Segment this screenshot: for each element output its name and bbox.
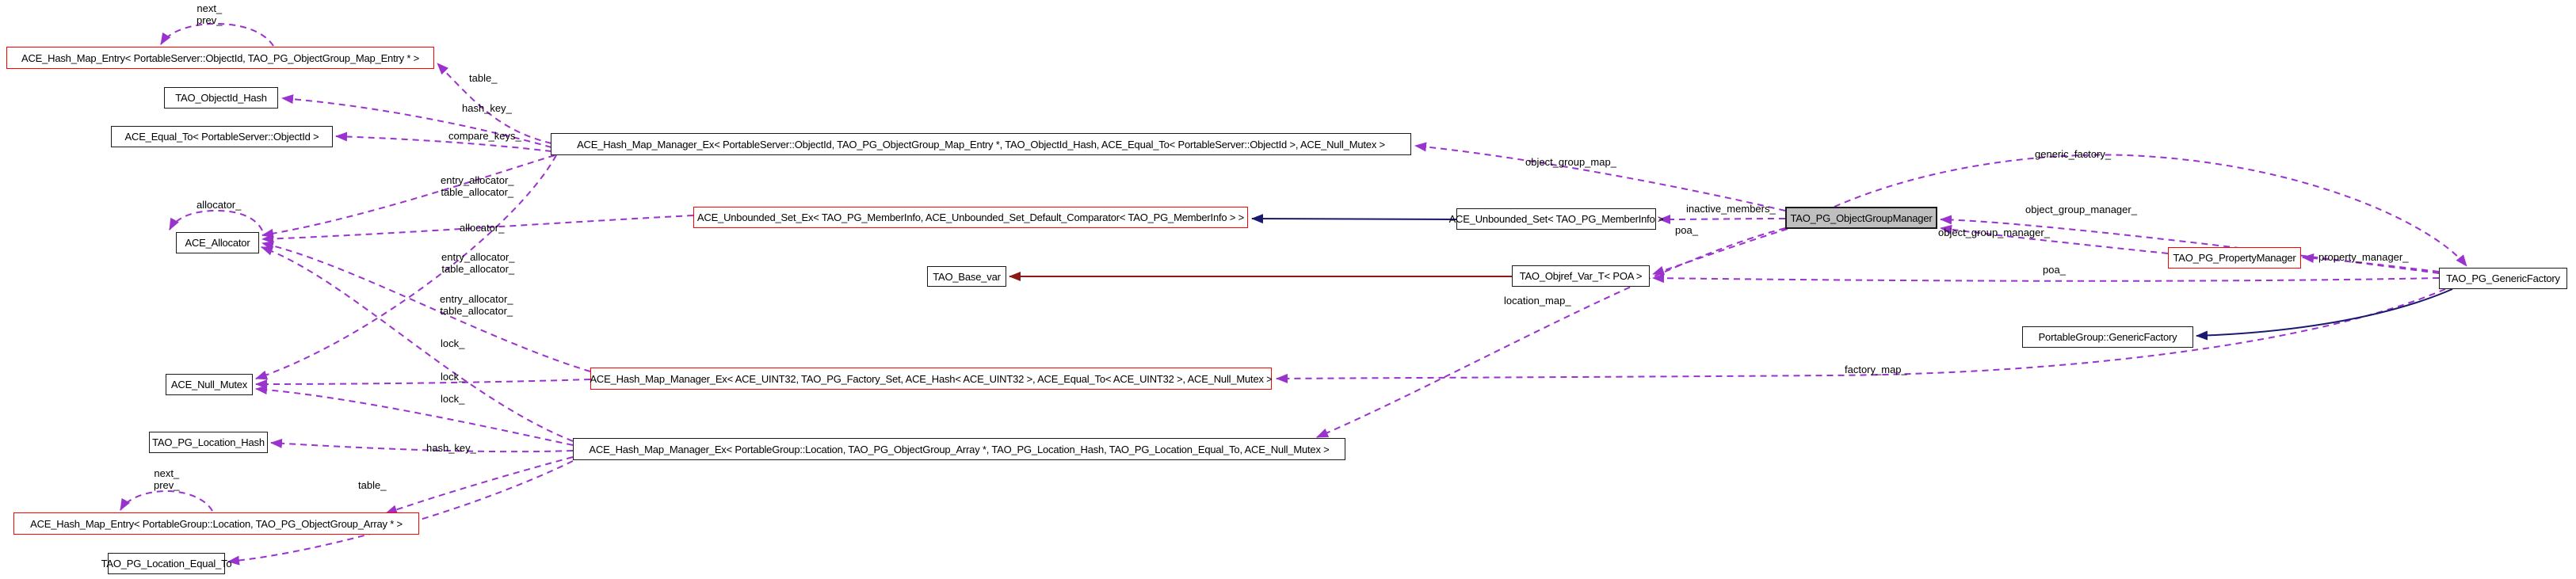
edge-lock-1 bbox=[255, 154, 557, 380]
edge-label-allocator-self: allocator_ bbox=[197, 199, 242, 211]
node-tao-pg-propertymanager[interactable]: TAO_PG_PropertyManager bbox=[2168, 247, 2301, 269]
node-ace-allocator[interactable]: ACE_Allocator bbox=[176, 232, 259, 253]
node-ace-unbounded-set-ex[interactable]: ACE_Unbounded_Set_Ex< TAO_PG_MemberInfo,… bbox=[693, 207, 1248, 228]
edge-location-map bbox=[1316, 227, 1786, 438]
node-tao-objectid-hash[interactable]: TAO_ObjectId_Hash bbox=[164, 87, 278, 109]
node-tao-pg-location-hash[interactable]: TAO_PG_Location_Hash bbox=[149, 432, 268, 453]
edge-object-group-map bbox=[1414, 142, 1786, 211]
node-hash-map-manager-objectid[interactable]: ACE_Hash_Map_Manager_Ex< PortableServer:… bbox=[551, 133, 1411, 155]
edge-label-next-prev-top: next_ prev_ bbox=[197, 2, 223, 26]
edge-label-table-bottom: table_ bbox=[358, 479, 387, 491]
node-tao-pg-objectgroupmanager[interactable]: TAO_PG_ObjectGroupManager bbox=[1785, 207, 1937, 229]
node-tao-pg-genericfactory[interactable]: TAO_PG_GenericFactory bbox=[2439, 268, 2567, 289]
edge-label-entry-table-allocator-3: entry_allocator_ table_allocator_ bbox=[440, 293, 513, 317]
edge-label-allocator-2: allocator_ bbox=[460, 222, 505, 234]
edge-label-factory-map: factory_map_ bbox=[1845, 364, 1907, 375]
edge-factory-map bbox=[1276, 288, 2446, 383]
edge-entry-table-allocator-3 bbox=[261, 246, 574, 442]
node-tao-pg-location-equal-to[interactable]: TAO_PG_Location_Equal_To bbox=[101, 553, 232, 574]
node-hash-map-entry-location[interactable]: ACE_Hash_Map_Entry< PortableGroup::Locat… bbox=[13, 512, 419, 535]
edge-poa-right bbox=[1652, 273, 2440, 284]
edge-label-object-group-map: object_group_map_ bbox=[1525, 156, 1616, 168]
node-tao-base-var[interactable]: TAO_Base_var bbox=[927, 266, 1006, 287]
edge-label-lock-2: lock_ bbox=[441, 371, 465, 383]
edge-next-prev-bottom bbox=[120, 489, 213, 512]
edge-label-compare-keys-top: compare_keys_ bbox=[448, 130, 521, 142]
edge-label-object-group-manager-1: object_group_manager_ bbox=[2025, 204, 2137, 215]
edge-table-top bbox=[437, 63, 552, 144]
edge-hash-key-bottom bbox=[270, 438, 574, 453]
edge-allocator-2 bbox=[261, 215, 694, 244]
edge-entry-table-allocator-2 bbox=[261, 241, 591, 372]
edge-compare-keys-bottom bbox=[227, 460, 574, 566]
edge-label-poa-right: poa_ bbox=[2043, 264, 2066, 276]
edge-label-lock-3: lock_ bbox=[441, 393, 465, 405]
edge-label-location-map: location_map_ bbox=[1504, 295, 1571, 307]
edge-compare-keys-top bbox=[335, 131, 552, 152]
edge-object-group-manager-2 bbox=[1940, 224, 2169, 254]
edge-label-property-manager: property_manager_ bbox=[2318, 251, 2409, 263]
edge-label-poa-left: poa_ bbox=[1675, 224, 1698, 236]
edge-label-inactive-members: inactive_members_ bbox=[1686, 203, 1776, 215]
edge-label-entry-table-allocator-1: entry_allocator_ table_allocator_ bbox=[441, 174, 514, 198]
node-hash-map-manager-location[interactable]: ACE_Hash_Map_Manager_Ex< PortableGroup::… bbox=[573, 438, 1345, 460]
edge-generic-factory bbox=[1834, 154, 2467, 267]
edge-hash-key-top bbox=[281, 94, 552, 148]
edge-label-hash-key-top: hash_key_ bbox=[462, 102, 512, 114]
node-ace-unbounded-set[interactable]: ACE_Unbounded_Set< TAO_PG_MemberInfo > bbox=[1449, 208, 1664, 230]
node-hash-map-manager-uint32[interactable]: ACE_Hash_Map_Manager_Ex< ACE_UINT32, TAO… bbox=[590, 368, 1273, 390]
edge-label-entry-table-allocator-2: entry_allocator_ table_allocator_ bbox=[441, 251, 515, 275]
edge-lock-3 bbox=[255, 385, 574, 446]
node-hash-map-entry-objectid[interactable]: ACE_Hash_Map_Entry< PortableServer::Obje… bbox=[6, 47, 434, 69]
edge-label-generic-factory: generic_factory_ bbox=[2035, 148, 2112, 160]
edge-label-next-prev-bottom: next_ prev_ bbox=[154, 467, 180, 491]
edge-poa-left bbox=[1652, 228, 1788, 276]
node-portablegroup-genericfactory[interactable]: PortableGroup::GenericFactory bbox=[2022, 326, 2193, 348]
node-ace-null-mutex[interactable]: ACE_Null_Mutex bbox=[166, 374, 253, 395]
edge-label-object-group-manager-2: object_group_manager_ bbox=[1938, 227, 2050, 238]
edge-label-table-top: table_ bbox=[469, 72, 498, 84]
edge-inherit-portablegroup-genericfactory bbox=[2196, 288, 2453, 341]
edge-next-prev-top bbox=[160, 22, 274, 47]
edge-allocator-self bbox=[169, 209, 263, 231]
node-ace-equal-to-objectid[interactable]: ACE_Equal_To< PortableServer::ObjectId > bbox=[111, 126, 333, 147]
node-tao-objref-var-t-poa[interactable]: TAO_Objref_Var_T< POA > bbox=[1512, 265, 1650, 287]
edge-table-bottom bbox=[385, 456, 574, 515]
edge-label-lock-1: lock_ bbox=[441, 337, 465, 349]
edge-label-hash-key-bottom: hash_key_ bbox=[426, 442, 476, 454]
edge-lock-2 bbox=[255, 379, 591, 389]
edge-property-manager bbox=[2302, 253, 2440, 272]
